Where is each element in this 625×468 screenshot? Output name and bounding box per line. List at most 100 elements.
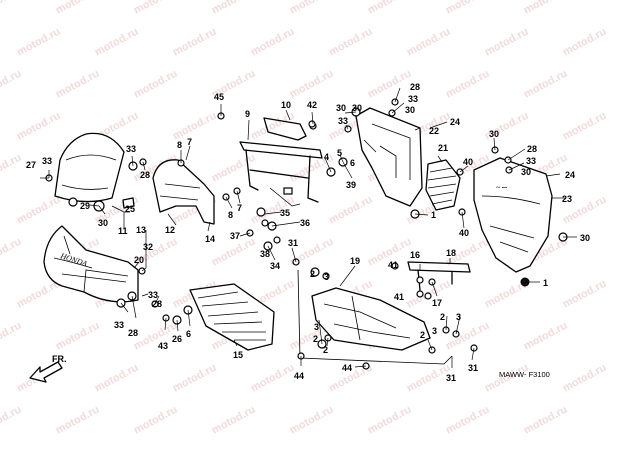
callout-44: 44 — [294, 371, 304, 381]
watermark-84: motod.ru — [288, 404, 336, 437]
callout-34: 34 — [270, 261, 280, 271]
callout-35: 35 — [280, 208, 290, 218]
callout-28: 28 — [140, 170, 150, 180]
callout-38: 38 — [260, 249, 270, 259]
watermark-65: motod.ru — [54, 320, 102, 353]
watermark-75: motod.ru — [249, 362, 297, 395]
callout-31: 31 — [288, 238, 298, 248]
callout-19: 19 — [350, 256, 360, 266]
callout-2: 2 — [310, 269, 315, 279]
watermark-70: motod.ru — [444, 320, 492, 353]
callout-14: 14 — [205, 234, 215, 244]
watermark-11: motod.ru — [249, 26, 297, 59]
watermark-21: motod.ru — [366, 68, 414, 101]
callout-16: 16 — [410, 250, 420, 260]
callout-1b: 1 — [543, 278, 548, 288]
watermark-1: motod.ru — [54, 0, 102, 17]
watermark-16: motod.ru — [0, 68, 24, 101]
callout-30: 30 — [98, 218, 108, 228]
watermark-14: motod.ru — [483, 26, 531, 59]
callout-45: 45 — [214, 92, 224, 102]
callout-28b: 28 — [410, 82, 420, 92]
callout-17: 17 — [432, 298, 442, 308]
watermark-31: motod.ru — [561, 110, 609, 143]
side-shroud — [355, 107, 423, 207]
watermark-23: motod.ru — [522, 68, 570, 101]
watermark-6: motod.ru — [444, 0, 492, 17]
callout-33b: 33 — [126, 144, 136, 154]
watermark-86: motod.ru — [444, 404, 492, 437]
callout-2d: 2 — [440, 312, 445, 322]
callout-10: 10 — [281, 100, 291, 110]
watermark-64: motod.ru — [0, 320, 24, 353]
callout-30f: 30 — [521, 167, 531, 177]
callout-8b: 8 — [228, 210, 233, 220]
callout-9: 9 — [245, 109, 250, 119]
watermark-71: motod.ru — [522, 320, 570, 353]
watermark-12: motod.ru — [327, 26, 375, 59]
watermark-10: motod.ru — [171, 26, 219, 59]
watermark-3: motod.ru — [210, 0, 258, 17]
mesh-grille — [425, 159, 461, 211]
watermark-8: motod.ru — [15, 26, 63, 59]
watermark-48: motod.ru — [0, 236, 24, 269]
callout-7b: 7 — [237, 203, 242, 213]
callout-20: 20 — [134, 255, 144, 265]
callout-40: 40 — [463, 157, 473, 167]
callout-28e: 28 — [152, 299, 162, 309]
callout-43: 43 — [158, 341, 168, 351]
callout-27: 27 — [26, 160, 36, 170]
callout-1: 1 — [431, 210, 436, 220]
watermark-73: motod.ru — [93, 362, 141, 395]
callout-11: 11 — [118, 226, 128, 236]
callout-labels: 27 33 29 30 11 25 33 28 12 14 8 7 45 8 7… — [26, 82, 590, 383]
inner-cowl — [152, 159, 215, 225]
callout-7: 7 — [187, 137, 192, 147]
watermark-35: motod.ru — [210, 152, 258, 185]
callout-30d: 30 — [405, 105, 415, 115]
callout-40b: 40 — [459, 228, 469, 238]
callout-3b: 3 — [314, 322, 319, 332]
callout-31b: 31 — [446, 373, 456, 383]
callout-30e: 30 — [489, 129, 499, 139]
callout-8: 8 — [177, 140, 182, 150]
watermark-22: motod.ru — [444, 68, 492, 101]
callout-13: 13 — [136, 225, 146, 235]
leader-lines — [40, 87, 577, 368]
callout-29: 29 — [80, 201, 90, 211]
lower-cowl-group-frame — [297, 269, 453, 365]
watermark-82: motod.ru — [132, 404, 180, 437]
watermark-74: motod.ru — [171, 362, 219, 395]
watermark-63: motod.ru — [561, 278, 609, 311]
watermark-13: motod.ru — [405, 26, 453, 59]
callout-33: 33 — [42, 156, 52, 166]
callout-44b: 44 — [342, 363, 352, 373]
watermark-4: motod.ru — [288, 0, 336, 17]
watermark-83: motod.ru — [210, 404, 258, 437]
callout-33d: 33 — [408, 94, 418, 104]
lower-grille-panel — [189, 283, 275, 351]
watermark-9: motod.ru — [93, 26, 141, 59]
callout-36: 36 — [300, 218, 310, 228]
callout-28d: 28 — [128, 328, 138, 338]
watermark-85: motod.ru — [366, 404, 414, 437]
side-cowl: ~∽ — [473, 157, 553, 273]
watermark-5: motod.ru — [366, 0, 414, 17]
callout-12: 12 — [165, 225, 175, 235]
watermark-81: motod.ru — [54, 404, 102, 437]
callout-23: 23 — [562, 194, 572, 204]
bracket-stay — [407, 261, 471, 298]
callout-3c: 3 — [456, 312, 461, 322]
watermark-18: motod.ru — [132, 68, 180, 101]
callout-6b: 6 — [186, 329, 191, 339]
watermark-44: motod.ru — [327, 194, 375, 227]
callout-33c: 33 — [338, 116, 348, 126]
watermark-0: motod.ru — [0, 0, 24, 17]
callout-18: 18 — [446, 248, 456, 258]
callout-22: 22 — [429, 126, 439, 136]
callout-15: 15 — [233, 350, 243, 360]
callout-41: 41 — [388, 260, 398, 270]
front-direction-arrow-icon — [29, 361, 63, 383]
watermark-79: motod.ru — [561, 362, 609, 395]
